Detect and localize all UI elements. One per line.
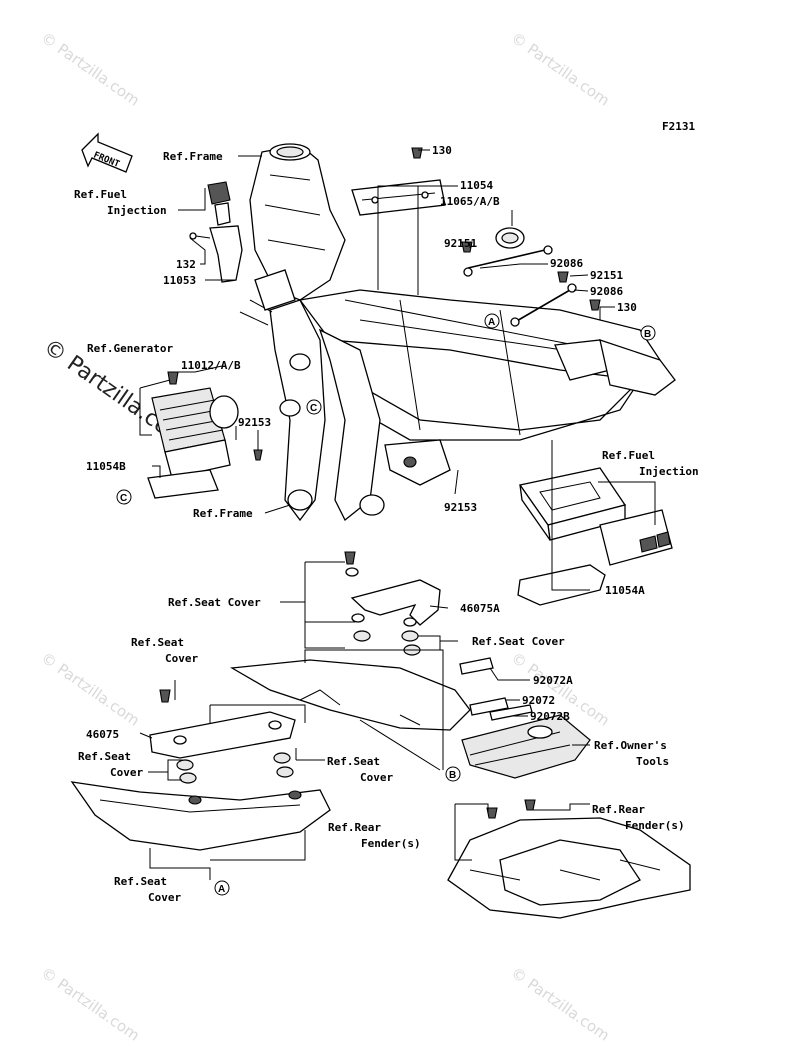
callout-b: B — [644, 329, 651, 340]
label-92086: 92086 — [590, 285, 623, 298]
callout-b: B — [449, 770, 456, 781]
label-cover: Cover — [110, 766, 143, 779]
seat-and-covers — [70, 551, 591, 851]
label-92072b: 92072B — [530, 710, 570, 723]
label-ref-frame: Ref.Frame — [163, 150, 223, 163]
label-cover: Cover — [360, 771, 393, 784]
label-ref-seat: Ref.Seat — [131, 636, 184, 649]
label-ref-seat-cover: Ref.Seat Cover — [168, 596, 261, 609]
label-injection: Injection — [639, 465, 699, 478]
watermark: © Partzilla.com — [38, 29, 143, 110]
rear-fender — [447, 799, 691, 919]
label-92153: 92153 — [444, 501, 477, 514]
watermark: © Partzilla.com — [38, 964, 143, 1045]
watermark: © Partzilla.com — [38, 649, 143, 730]
label-ref-owners: Ref.Owner's — [594, 739, 667, 752]
label-92072a: 92072A — [533, 674, 573, 687]
label-46075a: 46075A — [460, 602, 500, 615]
label-injection: Injection — [107, 204, 167, 217]
label-ref-seat: Ref.Seat — [327, 755, 380, 768]
label-ref-rear: Ref.Rear — [592, 803, 645, 816]
callout-c: C — [120, 493, 127, 504]
leader-lines — [139, 149, 656, 880]
label-92153: 92153 — [238, 416, 271, 429]
label-cover: Cover — [148, 891, 181, 904]
callout-a: A — [488, 317, 495, 328]
watermark: © Partzilla.com — [508, 964, 613, 1045]
label-ref-frame: Ref.Frame — [193, 507, 253, 520]
label-ref-fuel: Ref.Fuel — [74, 188, 127, 201]
label-11053: 11053 — [163, 274, 196, 287]
frame-illustration — [239, 143, 676, 522]
label-ref-generator: Ref.Generator — [87, 342, 173, 355]
front-arrow-icon: FRONT — [81, 132, 133, 173]
label-92151: 92151 — [444, 237, 477, 250]
label-ref-fuel: Ref.Fuel — [602, 449, 655, 462]
label-132: 132 — [176, 258, 196, 271]
label-fender: Fender(s) — [361, 837, 421, 850]
callout-a: A — [218, 884, 225, 895]
callout-markers: A B C C B A — [116, 313, 656, 896]
label-92086: 92086 — [550, 257, 583, 270]
label-cover: Cover — [165, 652, 198, 665]
label-ref-rear: Ref.Rear — [328, 821, 381, 834]
cable-and-grommet — [411, 147, 601, 327]
figure-code: F2131 — [662, 120, 695, 133]
label-11065: 11065/A/B — [440, 195, 500, 208]
label-11012: 11012/A/B — [181, 359, 241, 372]
part-labels: Ref.Frame Ref.Fuel Injection 132 11053 1… — [74, 144, 699, 904]
label-130: 130 — [617, 301, 637, 314]
injection-sensor-bracket — [178, 181, 243, 283]
callout-c: C — [310, 403, 317, 414]
label-46075: 46075 — [86, 728, 119, 741]
ecu-unit — [517, 467, 673, 606]
label-11054b: 11054B — [86, 460, 126, 473]
label-92151: 92151 — [590, 269, 623, 282]
label-11054: 11054 — [460, 179, 493, 192]
label-fender: Fender(s) — [625, 819, 685, 832]
label-11054a: 11054A — [605, 584, 645, 597]
label-ref-seat: Ref.Seat — [78, 750, 131, 763]
label-ref-seat-cover: Ref.Seat Cover — [472, 635, 565, 648]
regulator-rectifier — [139, 371, 263, 499]
label-92072: 92072 — [522, 694, 555, 707]
label-130: 130 — [432, 144, 452, 157]
label-ref-seat: Ref.Seat — [114, 875, 167, 888]
watermark: © Partzilla.com — [508, 29, 613, 110]
label-tools: Tools — [636, 755, 669, 768]
